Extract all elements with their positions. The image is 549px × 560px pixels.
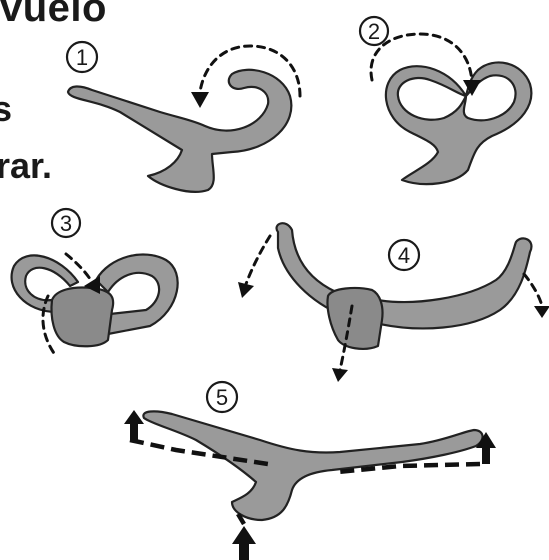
- step-5: 5: [124, 382, 496, 560]
- step-1: 1: [67, 42, 300, 192]
- step-3-center-block: [52, 288, 114, 347]
- step-2-shape: [386, 62, 531, 184]
- step-4-number: 4: [398, 243, 410, 268]
- step-5-number: 5: [216, 385, 228, 410]
- step-1-number: 1: [76, 45, 88, 70]
- step-3: 3: [12, 209, 178, 356]
- step-1-shape: [68, 70, 291, 192]
- step-2-number: 2: [368, 19, 380, 44]
- step-2: 2: [360, 17, 531, 184]
- step-4-center-block: [327, 288, 382, 349]
- step-3-number: 3: [60, 211, 72, 236]
- step-4: 4: [238, 223, 549, 382]
